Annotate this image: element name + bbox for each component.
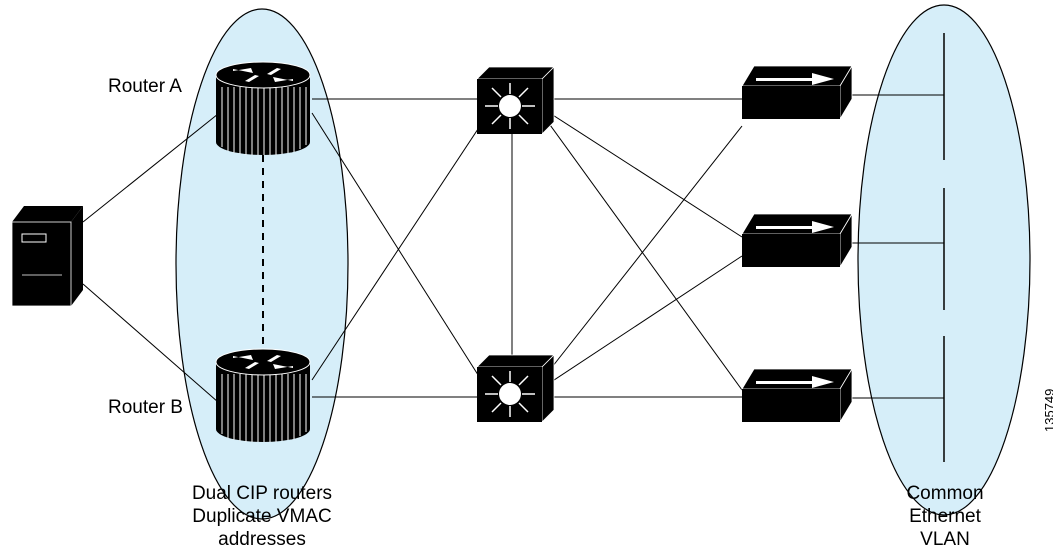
router-b-label: Router B (108, 397, 183, 418)
figure-id: 135749 (1042, 388, 1053, 432)
vlan-group-caption: Common Ethernet VLAN (890, 482, 1000, 551)
cip-caption-line: Duplicate VMAC (192, 506, 332, 527)
workgroup-switch-icon[interactable] (741, 212, 853, 269)
multilayer-switch-icon[interactable] (476, 66, 555, 135)
router-icon[interactable] (215, 61, 311, 155)
workgroup-switch-icon[interactable] (741, 64, 853, 121)
workgroup-switch-icon[interactable] (741, 367, 853, 424)
router-a-label: Router A (108, 76, 182, 97)
cip-caption-line: Dual CIP routers (191, 483, 333, 504)
vlan-caption-line: Ethernet (909, 506, 981, 527)
links (82, 94, 944, 403)
router-icon[interactable] (215, 348, 311, 442)
server-icon[interactable] (11, 206, 83, 307)
cip-caption-line: addresses (218, 529, 306, 550)
cip-group-caption: Dual CIP routers Duplicate VMAC addresse… (162, 482, 362, 551)
vlan-caption-line: VLAN (920, 529, 970, 550)
multilayer-switch-icon[interactable] (476, 354, 555, 423)
vlan-caption-line: Common (906, 483, 984, 504)
